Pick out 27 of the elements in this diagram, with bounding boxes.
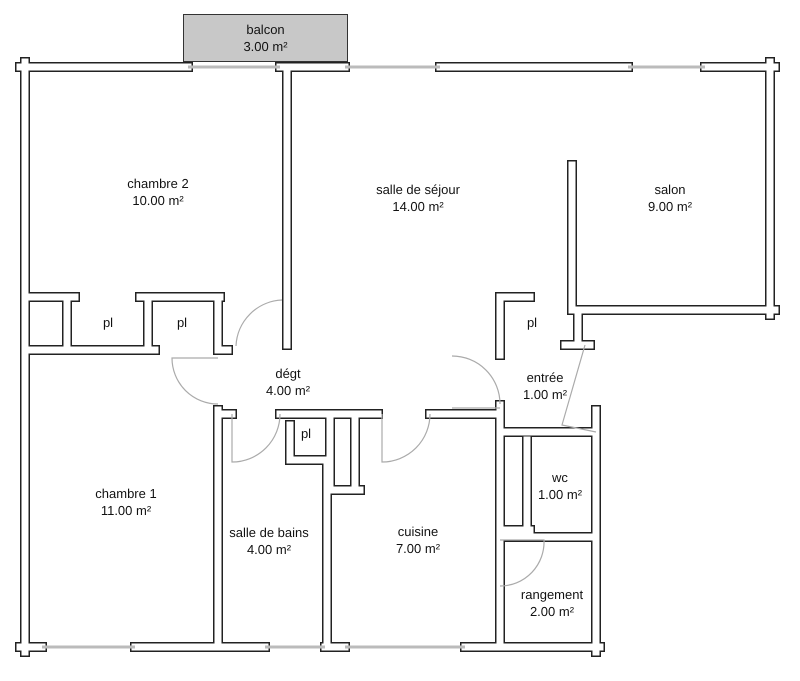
room-area: 1.00 m² — [522, 386, 568, 403]
room-name: cuisine — [398, 523, 438, 540]
room-name: pl — [176, 314, 188, 330]
room-name: pl — [102, 314, 114, 330]
room-area: 9.00 m² — [648, 198, 692, 215]
room-area: 4.00 m² — [246, 541, 292, 558]
room-area: 11.00 m² — [100, 502, 152, 519]
room-name: pl — [526, 314, 538, 330]
room-area: 1.00 m² — [538, 486, 582, 503]
room-name: chambre 2 — [127, 175, 189, 192]
room-name: pl — [300, 424, 312, 442]
room-area: 10.00 m² — [132, 192, 184, 209]
room-name: chambre 1 — [95, 485, 157, 502]
room-name: wc — [552, 469, 568, 486]
room-name: dégt — [275, 365, 301, 382]
room-area: 14.00 m² — [392, 198, 444, 215]
room-name: rangement — [520, 586, 584, 603]
room-area: 4.00 m² — [266, 382, 310, 399]
room-name: salle de séjour — [376, 181, 460, 198]
room-area: 3.00 m² — [243, 38, 288, 55]
room-area: 7.00 m² — [396, 540, 440, 557]
room-name: salle de bains — [229, 524, 309, 541]
balcony-area — [183, 14, 348, 62]
room-name: balcon — [246, 21, 285, 38]
room-name: salon — [654, 181, 686, 198]
room-area: 2.00 m² — [530, 603, 574, 620]
room-name: entrée — [526, 369, 564, 386]
